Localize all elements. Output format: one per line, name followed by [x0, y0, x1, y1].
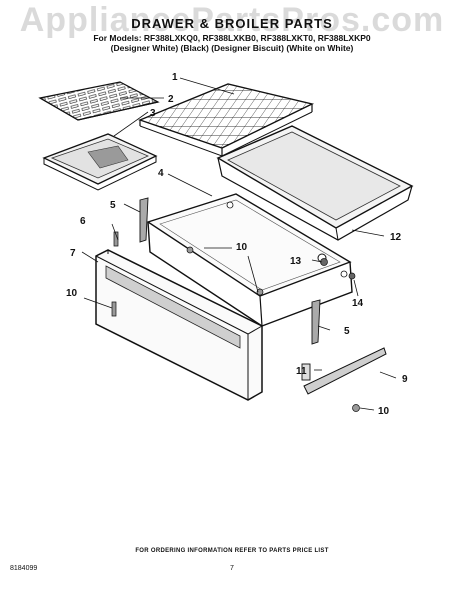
callout-9: 9 [402, 374, 408, 385]
fastener-14 [348, 272, 356, 280]
callout-4: 4 [158, 168, 164, 179]
callout-13: 13 [290, 256, 302, 267]
broiler-pan [42, 133, 158, 191]
callout-14: 14 [352, 298, 364, 309]
callout-12: 12 [390, 232, 402, 243]
model-variants: (Designer White) (Black) (Designer Biscu… [110, 43, 354, 53]
document-number: 8184099 [10, 565, 38, 572]
leader-lines [81, 77, 397, 411]
callout-7: 7 [70, 248, 76, 259]
screw-6 [113, 231, 119, 247]
drawer-liner [216, 125, 414, 241]
screw-10-center [186, 246, 264, 296]
callout-1: 1 [172, 72, 178, 83]
callout-10-left: 10 [66, 288, 78, 299]
callout-2: 2 [168, 94, 174, 105]
drawer-bracket-left [139, 197, 149, 243]
callout-6: 6 [80, 216, 86, 227]
callout-3: 3 [150, 108, 156, 119]
drawer-bracket-right [311, 299, 321, 345]
drawer-slide-rail [303, 347, 387, 395]
page-number: 7 [230, 565, 234, 572]
callout-5-left: 5 [110, 200, 116, 211]
callout-10-center: 10 [236, 242, 248, 253]
callout-5-right: 5 [344, 326, 350, 337]
page-title: DRAWER & BROILER PARTS [131, 16, 333, 31]
drawer-front-panel [95, 249, 263, 401]
ordering-note: FOR ORDERING INFORMATION REFER TO PARTS … [135, 548, 329, 554]
drawer-body [146, 193, 353, 327]
screw-10-left [111, 301, 117, 317]
callout-11: 11 [296, 366, 307, 377]
watermark-text: AppliancePartsPros.com [19, 1, 445, 39]
screw-10-bottom [352, 404, 360, 412]
callout-10-bottom: 10 [378, 406, 390, 417]
retaining-clip [301, 363, 311, 381]
broiler-pan-insert [38, 81, 160, 121]
model-list: For Models: RF388LXKQ0, RF388LXKB0, RF38… [93, 33, 371, 43]
oven-rack [138, 83, 315, 157]
